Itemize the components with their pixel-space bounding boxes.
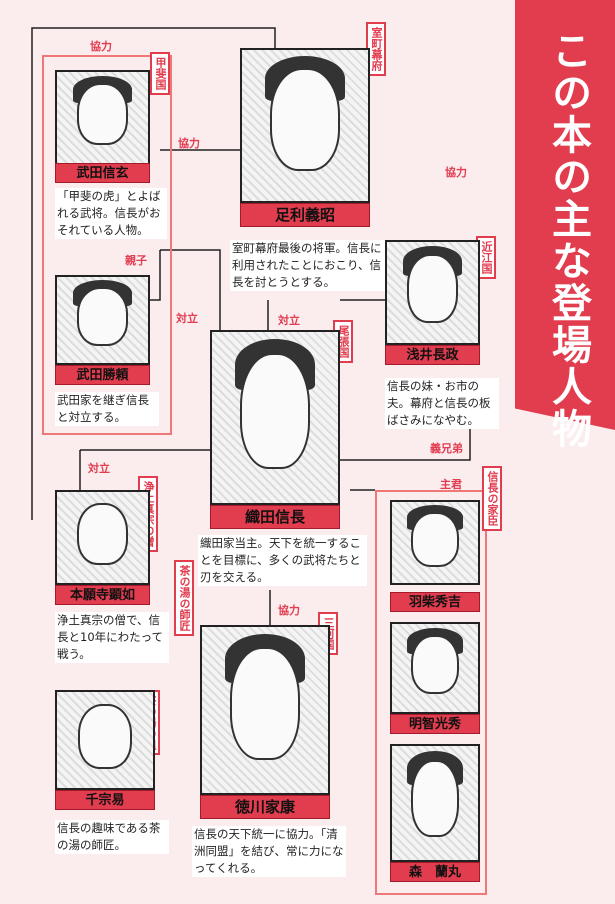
tag-muromachi: 室町幕府 [366,22,386,76]
azai-name: 浅井長政 [385,345,480,365]
relation-label: 親子 [125,254,147,267]
hashiba-portrait [390,500,480,585]
takeda-katsuyori-portrait [55,275,150,365]
oda-name: 織田信長 [210,505,340,529]
takeda-shingen-portrait [55,70,150,165]
relation-label: 義兄弟 [430,442,463,455]
oda-desc: 織田家当主。天下を統一することを目標に、多くの武将たちと刃を交える。 [198,535,367,586]
takeda-shingen-desc: 「甲斐の虎」とよばれる武将。信長がおそれている人物。 [55,188,167,239]
akechi-portrait [390,622,480,714]
akechi-name: 明智光秀 [390,714,480,734]
sen-desc: 信長の趣味である茶の湯の師匠。 [55,820,169,854]
relation-label: 協力 [90,40,112,53]
ashikaga-portrait [240,48,370,203]
oda-portrait [210,330,340,505]
relation-label: 対立 [176,312,198,325]
relation-label: 対立 [88,462,110,475]
relation-label: 協力 [178,137,200,150]
sen-portrait [55,690,155,790]
page-title: この本の主な登場人物 [545,30,591,450]
honganji-name: 本願寺顕如 [55,585,150,605]
tokugawa-desc: 信長の天下統一に協力。「清洲同盟」を結び、常に力になってくれる。 [192,826,346,877]
ashikaga-desc: 室町幕府最後の将軍。信長に利用されたことにおこり、信長を討とうとする。 [230,240,394,291]
takeda-frame [42,55,172,435]
relation-label: 協力 [445,166,467,179]
mori-name: 森 蘭丸 [390,862,480,882]
relation-label: 主君 [440,478,462,491]
relation-label: 協力 [278,604,300,617]
tag-kai: 甲斐国 [150,52,170,95]
title-banner [515,0,615,430]
sen-name: 千宗易 [55,790,155,810]
takeda-katsuyori-name: 武田勝頼 [55,365,150,385]
hashiba-name: 羽柴秀吉 [390,592,480,612]
kashin-frame [375,490,487,895]
honganji-desc: 浄土真宗の僧で、信長と10年にわたって戦う。 [55,612,169,663]
relation-label: 対立 [278,314,300,327]
takeda-shingen-name: 武田信玄 [55,163,150,183]
azai-desc: 信長の妹・お市の夫。幕府と信長の板ばさみになやむ。 [385,378,499,429]
tag-kashin: 信長の家臣 [482,466,502,531]
ashikaga-name: 足利義昭 [240,203,370,227]
tokugawa-portrait [200,625,330,795]
tokugawa-name: 徳川家康 [200,795,330,819]
mori-portrait [390,744,480,862]
honganji-portrait [55,490,150,585]
tag-sado-shisho: 茶の湯の師匠 [174,560,194,636]
azai-portrait [385,240,480,345]
takeda-katsuyori-desc: 武田家を継ぎ信長と対立する。 [55,392,159,426]
